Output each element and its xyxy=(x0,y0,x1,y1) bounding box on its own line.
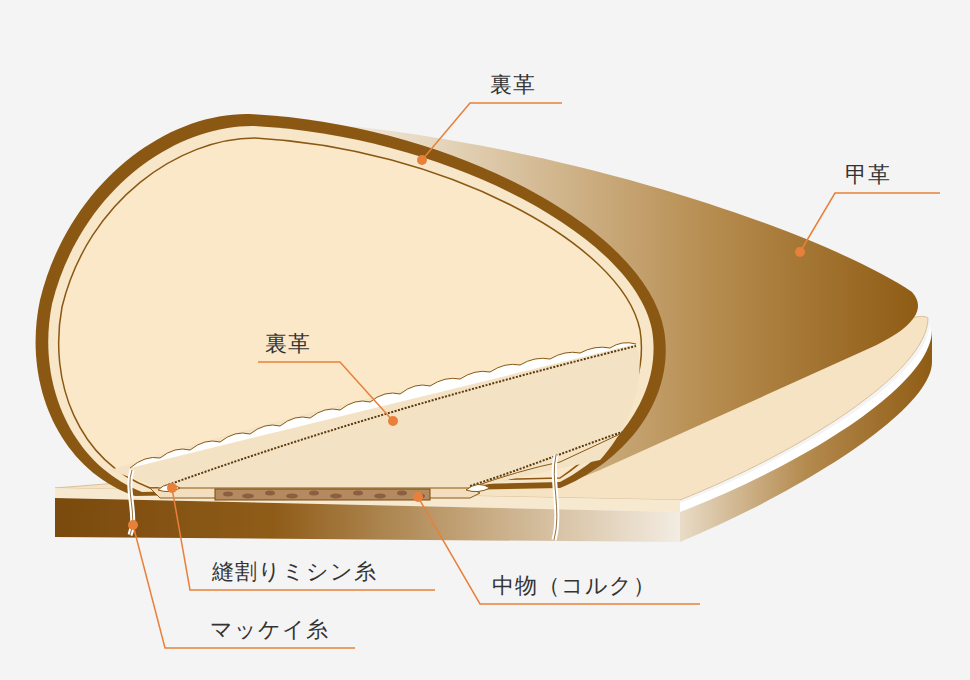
leader-lines xyxy=(133,103,940,648)
leader-dots xyxy=(128,155,805,530)
part-label: 甲革 xyxy=(845,162,891,188)
part-label: マッケイ糸 xyxy=(210,617,329,643)
part-label: 縫割りミシン糸 xyxy=(212,559,377,585)
part-label: 裏革 xyxy=(490,72,536,98)
part-label: 中物（コルク） xyxy=(492,573,656,599)
part-label: 裏革 xyxy=(265,331,311,357)
